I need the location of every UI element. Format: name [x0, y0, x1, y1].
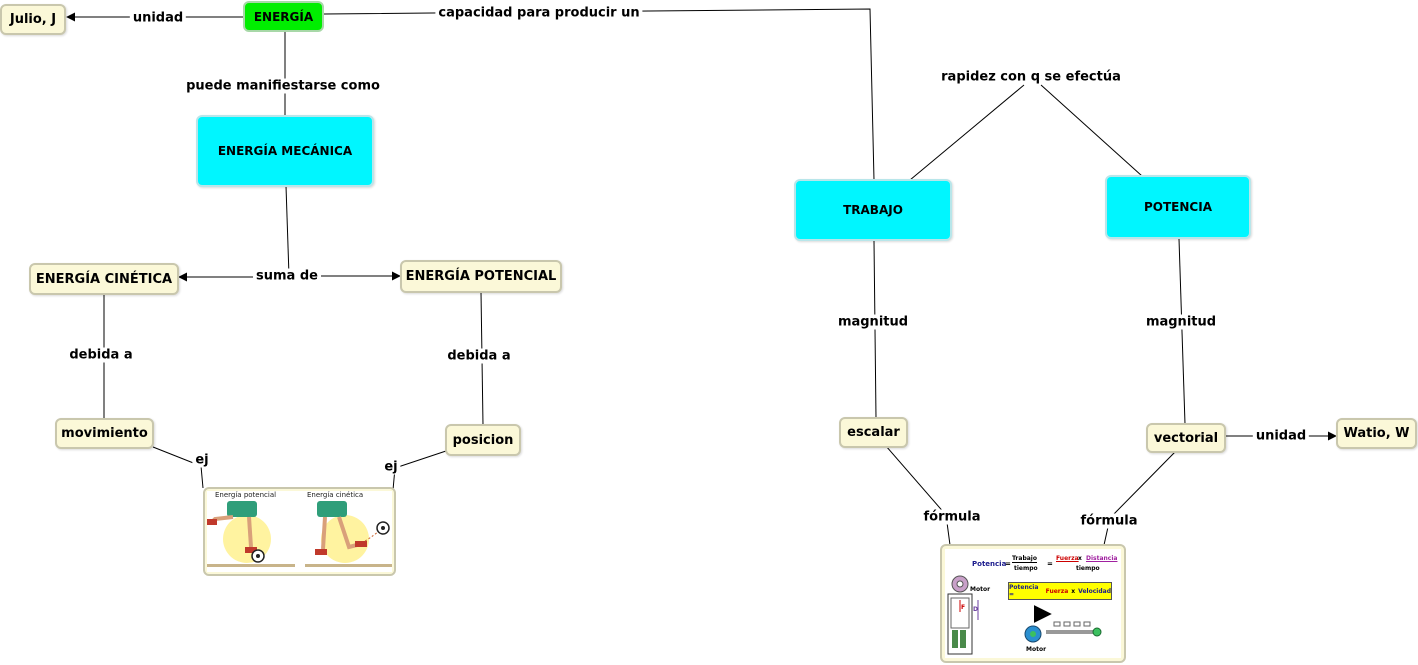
link-label-debida-a: debida a — [444, 348, 514, 364]
force-label: F — [961, 604, 966, 611]
link-label-formula: fórmula — [920, 509, 984, 525]
node-vectorial[interactable]: vectorial — [1146, 423, 1226, 453]
node-trabajo[interactable]: TRABAJO — [794, 179, 952, 241]
node-energia-cinetica[interactable]: ENERGÍA CINÉTICA — [29, 263, 179, 295]
motor-illustration — [947, 575, 1102, 655]
node-movimiento[interactable]: movimiento — [55, 418, 154, 449]
formula-tiempo-2: tiempo — [1076, 565, 1100, 572]
soccer-kick-illustration — [207, 491, 392, 572]
link-label-debida-a: debida a — [66, 347, 136, 363]
link-label-magnitud: magnitud — [1142, 314, 1220, 330]
velocity-formula-box: Potencia = Fuerza x Velocidad — [1008, 582, 1112, 600]
link-label-unidad: unidad — [1252, 428, 1310, 444]
link-label-capacidad: capacidad para producir un — [435, 5, 643, 21]
link-label-suma-de: suma de — [253, 268, 321, 284]
caption-potential: Energía potencial — [215, 491, 277, 499]
formula-distancia: Distancia — [1086, 555, 1118, 562]
node-potencia[interactable]: POTENCIA — [1105, 175, 1251, 239]
node-energia[interactable]: ENERGÍA — [243, 1, 324, 32]
formula-fuerza: Fuerza — [1056, 555, 1079, 562]
node-escalar[interactable]: escalar — [839, 417, 908, 448]
link-label-magnitud: magnitud — [834, 314, 912, 330]
link-label-formula: fórmula — [1077, 513, 1141, 529]
link-label-rapidez: rapidez con q se efectúa — [938, 69, 1124, 85]
link-label-manifiestarse: puede manifiestarse como — [183, 78, 383, 94]
node-energia-mecanica[interactable]: ENERGÍA MECÁNICA — [196, 115, 374, 187]
power-formula-image[interactable]: Potencia = Trabajo tiempo = Fuerza x Dis… — [940, 544, 1126, 663]
caption-kinetic: Energía cinética — [307, 491, 364, 499]
formula-equals: = — [1005, 560, 1011, 568]
node-posicion[interactable]: posicion — [445, 424, 521, 456]
link-label-ej: ej — [381, 459, 401, 475]
motor-label-bottom: Motor — [1026, 646, 1047, 653]
formula-tiempo: tiempo — [1014, 565, 1038, 572]
energy-example-image[interactable]: Energía potencial Energía cinética — [203, 487, 396, 576]
formula-x: x — [1078, 555, 1082, 562]
node-watio[interactable]: Watio, W — [1336, 418, 1417, 449]
node-julio[interactable]: Julio, J — [0, 4, 66, 35]
distance-label: D — [973, 606, 978, 613]
formula-equals-2: = — [1047, 560, 1053, 568]
formula-potencia: Potencia — [972, 560, 1007, 568]
link-label-ej: ej — [192, 452, 212, 468]
link-label-unidad: unidad — [129, 10, 187, 26]
motor-label-top: Motor — [970, 586, 991, 593]
formula-trabajo: Trabajo — [1012, 555, 1037, 563]
node-energia-potencial[interactable]: ENERGÍA POTENCIAL — [400, 260, 562, 293]
